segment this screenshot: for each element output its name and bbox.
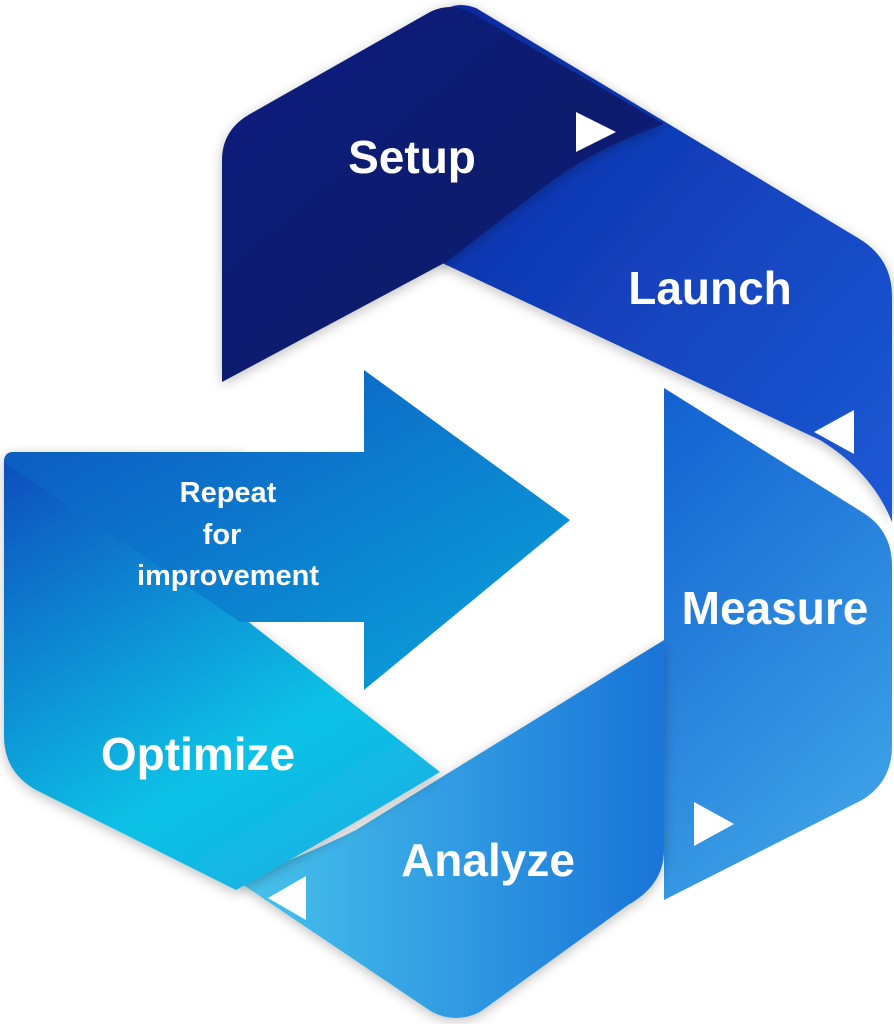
play-triangle-icon [268, 876, 306, 920]
setup-segment [222, 7, 664, 382]
optimize-segment [4, 452, 440, 890]
measure-segment [664, 388, 892, 900]
stage-label-measure: Measure [682, 582, 869, 634]
play-triangle-icon [694, 802, 734, 846]
repeat-caption-line-3: improvement [137, 560, 319, 592]
stage-label-optimize: Optimize [101, 728, 295, 780]
stage-label-setup: Setup [348, 131, 476, 183]
play-triangle-icon [576, 112, 616, 152]
stage-label-launch: Launch [628, 262, 792, 314]
play-triangle-icon [814, 410, 854, 454]
repeat-caption-line-1: Repeat [180, 477, 277, 509]
repeat-caption-line-2: for [203, 519, 242, 551]
stage-label-analyze: Analyze [401, 834, 575, 886]
repeat-arrow-body [4, 370, 570, 690]
analyze-segment [236, 640, 664, 1018]
